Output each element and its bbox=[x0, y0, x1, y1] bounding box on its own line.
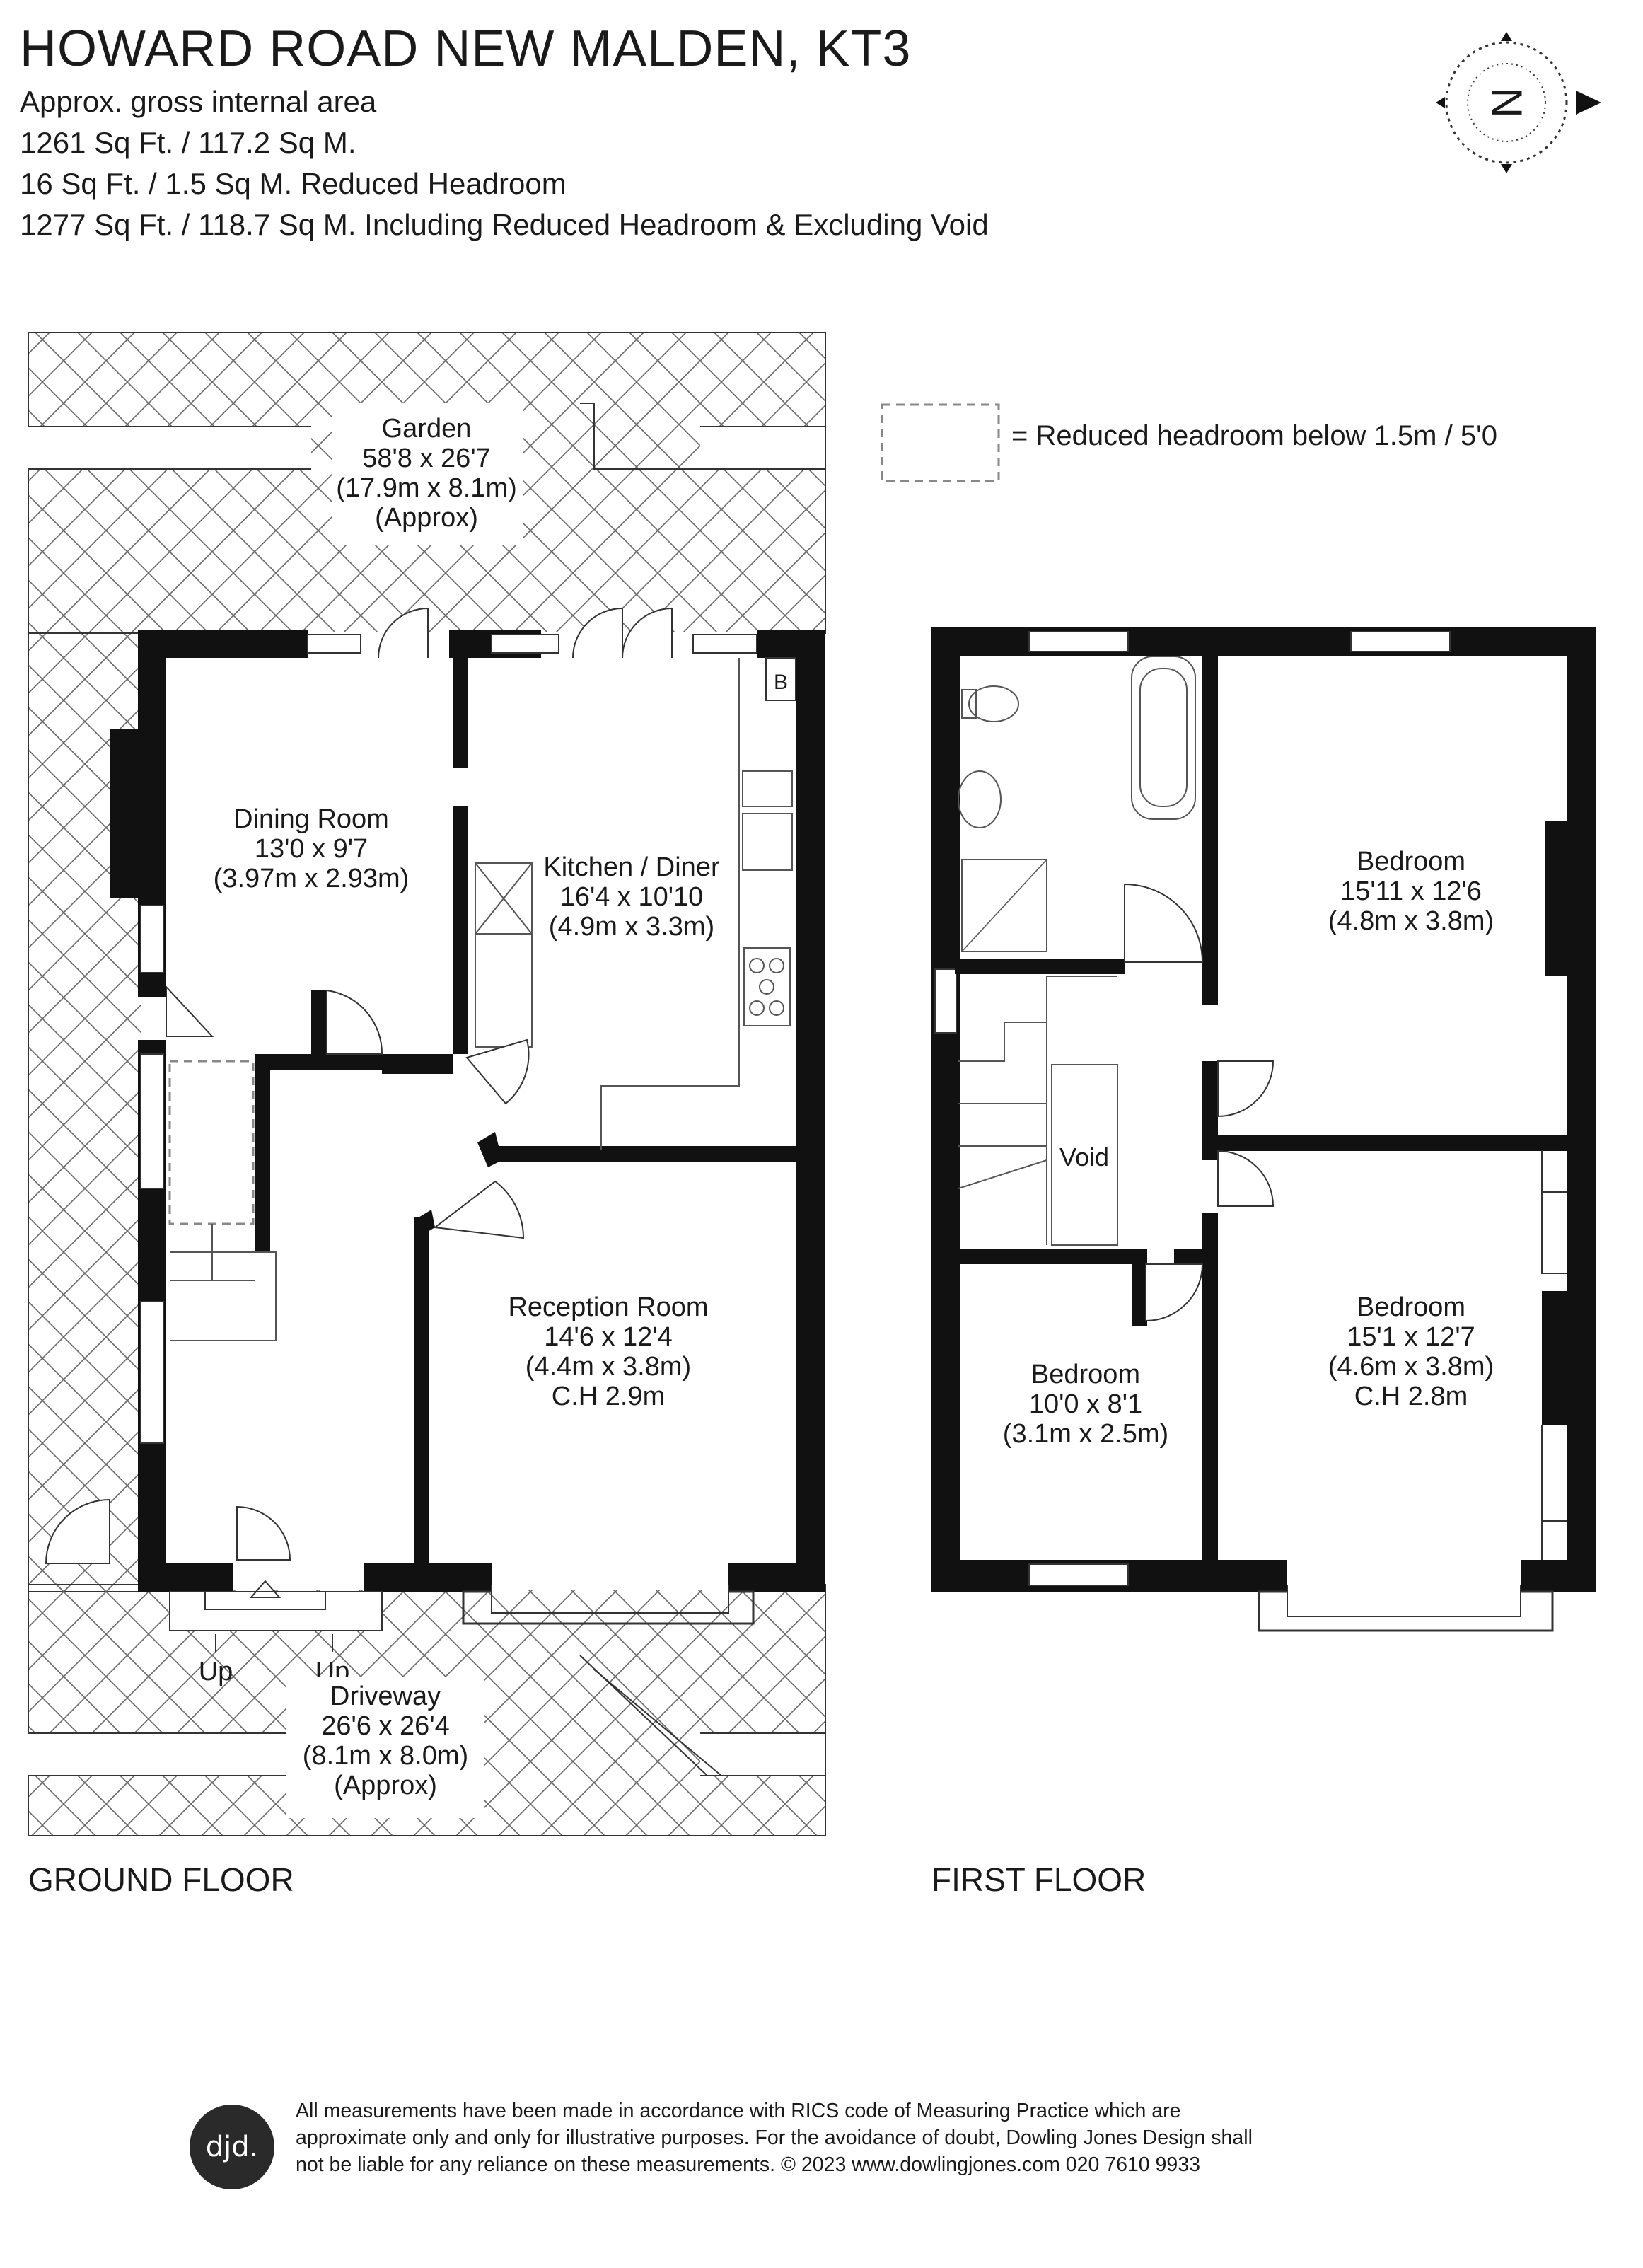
first-floor: Void Bedroom 15'11 x 12'6 (4.8m x 3.8m) … bbox=[931, 627, 1596, 1632]
bedroom-top-label: Bedroom 15'11 x 12'6 (4.8m x 3.8m) bbox=[1328, 847, 1494, 936]
svg-text:(4.8m x 3.8m): (4.8m x 3.8m) bbox=[1328, 906, 1494, 936]
ground-floor: B Up Up bbox=[28, 332, 826, 1836]
disclaimer-line: All measurements have been made in accor… bbox=[296, 2100, 1181, 2122]
svg-text:(17.9m x 8.1m): (17.9m x 8.1m) bbox=[336, 473, 517, 503]
first-floor-label: FIRST FLOOR bbox=[931, 1861, 1146, 1898]
area-gross: 1261 Sq Ft. / 117.2 Sq M. bbox=[20, 126, 356, 159]
svg-text:C.H 2.9m: C.H 2.9m bbox=[552, 1382, 665, 1411]
svg-text:Bedroom: Bedroom bbox=[1031, 1360, 1140, 1389]
compass-icon: N bbox=[1436, 32, 1601, 173]
svg-text:13'0 x 9'7: 13'0 x 9'7 bbox=[255, 834, 368, 864]
ground-floor-label: GROUND FLOOR bbox=[28, 1861, 294, 1898]
compass-n: N bbox=[1483, 87, 1531, 117]
area-total: 1277 Sq Ft. / 118.7 Sq M. Including Redu… bbox=[20, 208, 989, 241]
svg-text:26'6 x 26'4: 26'6 x 26'4 bbox=[321, 1711, 449, 1741]
svg-text:16'4 x 10'10: 16'4 x 10'10 bbox=[560, 882, 704, 912]
disclaimer: All measurements have been made in accor… bbox=[296, 2098, 1371, 2178]
up-left-label: Up bbox=[199, 1657, 233, 1686]
svg-text:14'6 x 12'4: 14'6 x 12'4 bbox=[544, 1322, 672, 1352]
svg-text:10'0 x 8'1: 10'0 x 8'1 bbox=[1029, 1389, 1142, 1419]
svg-text:Driveway: Driveway bbox=[330, 1682, 441, 1711]
kitchen-label: Kitchen / Diner 16'4 x 10'10 (4.9m x 3.3… bbox=[543, 852, 720, 942]
disclaimer-line: approximate only and only for illustrati… bbox=[296, 2127, 1253, 2149]
bedroom-small-label: Bedroom 10'0 x 8'1 (3.1m x 2.5m) bbox=[1003, 1360, 1168, 1449]
garden-label: Garden 58'8 x 26'7 (17.9m x 8.1m) (Appro… bbox=[332, 403, 523, 545]
svg-text:C.H 2.8m: C.H 2.8m bbox=[1354, 1382, 1468, 1411]
svg-text:Dining Room: Dining Room bbox=[233, 804, 389, 834]
svg-text:(4.9m x 3.3m): (4.9m x 3.3m) bbox=[549, 912, 714, 942]
svg-text:58'8 x 26'7: 58'8 x 26'7 bbox=[362, 444, 490, 473]
area-reduced-headroom: 16 Sq Ft. / 1.5 Sq M. Reduced Headroom bbox=[20, 167, 567, 200]
svg-text:(4.6m x 3.8m): (4.6m x 3.8m) bbox=[1328, 1352, 1494, 1382]
svg-text:Kitchen / Diner: Kitchen / Diner bbox=[543, 852, 720, 882]
svg-text:(3.1m x 2.5m): (3.1m x 2.5m) bbox=[1003, 1419, 1168, 1449]
bedroom-right-label: Bedroom 15'1 x 12'7 (4.6m x 3.8m) C.H 2.… bbox=[1328, 1292, 1494, 1411]
svg-text:(8.1m x 8.0m): (8.1m x 8.0m) bbox=[303, 1741, 468, 1771]
svg-text:(4.4m x 3.8m): (4.4m x 3.8m) bbox=[526, 1352, 691, 1382]
legend-swatch bbox=[881, 403, 1000, 482]
svg-text:15'11 x 12'6: 15'11 x 12'6 bbox=[1340, 876, 1482, 906]
void-label: Void bbox=[1059, 1142, 1109, 1171]
svg-text:Garden: Garden bbox=[382, 414, 472, 444]
svg-text:(Approx): (Approx) bbox=[334, 1771, 437, 1800]
boiler-label: B bbox=[774, 671, 788, 694]
legend-text: = Reduced headroom below 1.5m / 5'0 bbox=[1011, 420, 1497, 451]
svg-text:15'1 x 12'7: 15'1 x 12'7 bbox=[1347, 1322, 1475, 1352]
svg-text:(Approx): (Approx) bbox=[375, 503, 478, 533]
driveway-label: Driveway 26'6 x 26'4 (8.1m x 8.0m) (Appr… bbox=[286, 1677, 484, 1818]
djd-logo: djd. bbox=[190, 2105, 274, 2189]
svg-text:(3.97m x 2.93m): (3.97m x 2.93m) bbox=[214, 864, 410, 893]
disclaimer-line: not be liable for any reliance on these … bbox=[296, 2153, 1200, 2176]
reception-room-label: Reception Room 14'6 x 12'4 (4.4m x 3.8m)… bbox=[508, 1292, 708, 1411]
page-title: HOWARD ROAD NEW MALDEN, KT3 bbox=[20, 21, 912, 77]
svg-text:Bedroom: Bedroom bbox=[1357, 1292, 1465, 1322]
svg-text:Bedroom: Bedroom bbox=[1357, 847, 1465, 876]
area-heading: Approx. gross internal area bbox=[20, 85, 377, 118]
svg-text:Reception Room: Reception Room bbox=[508, 1292, 708, 1322]
dining-room-label: Dining Room 13'0 x 9'7 (3.97m x 2.93m) bbox=[214, 804, 410, 893]
